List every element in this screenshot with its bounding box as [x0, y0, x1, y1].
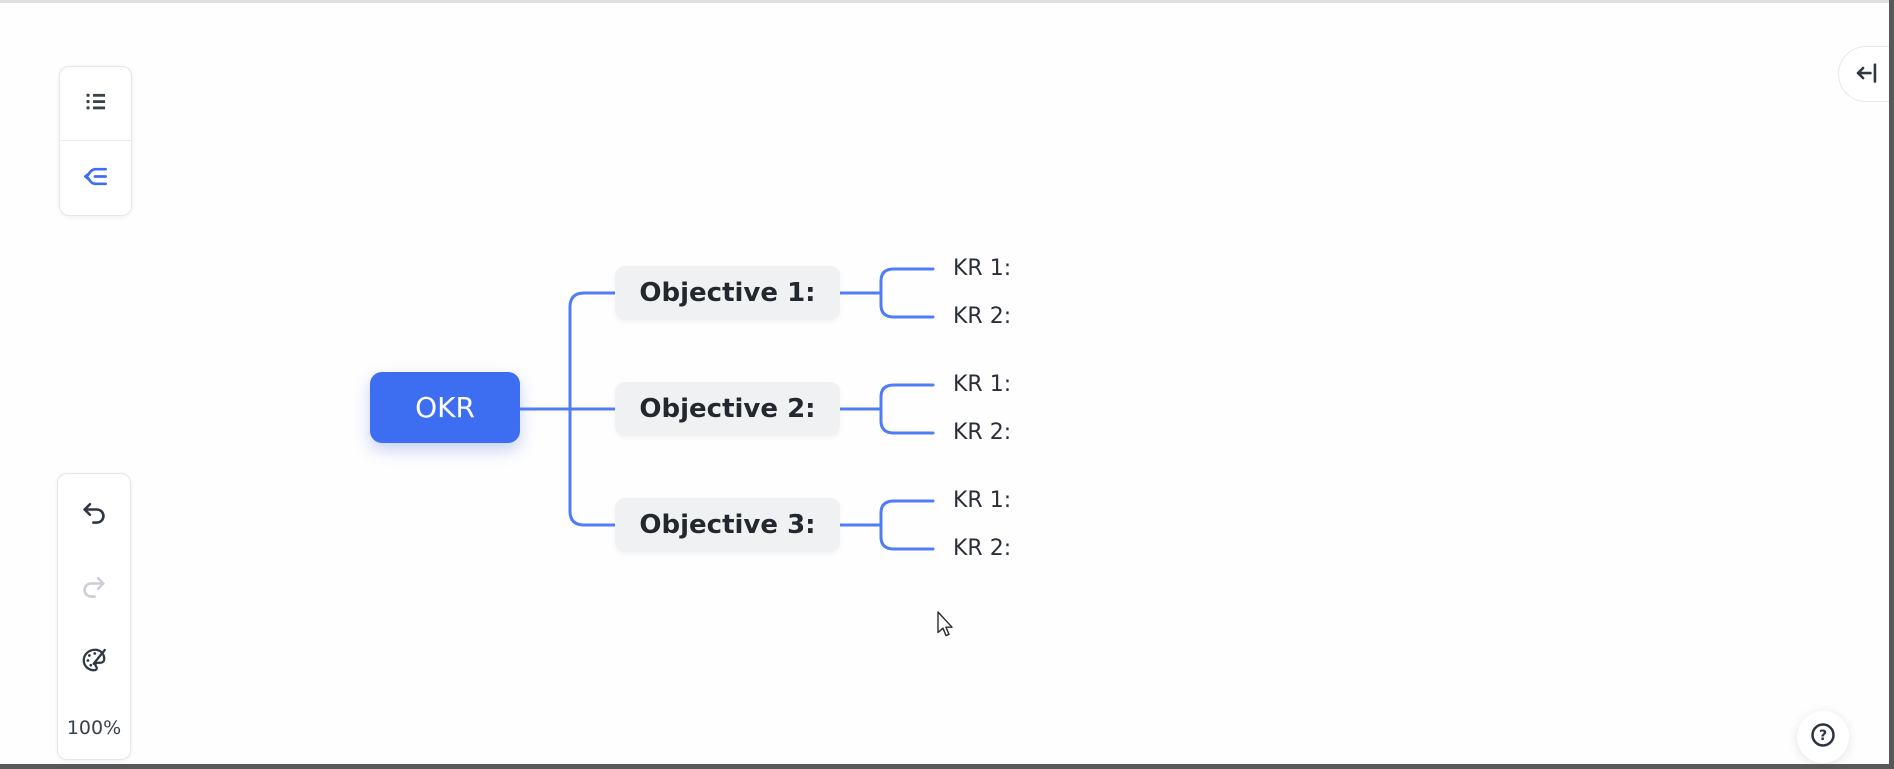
style-palette-button[interactable] — [58, 631, 130, 693]
window-bottom-border — [0, 764, 1894, 769]
redo-button[interactable] — [58, 558, 130, 620]
history-toolbar: 100% — [57, 473, 131, 760]
mindmap-node-kr[interactable]: KR 2: — [953, 536, 1012, 561]
arrow-cursor — [934, 610, 956, 644]
undo-button[interactable] — [58, 484, 130, 546]
help-question-icon: ? — [1807, 719, 1839, 755]
help-button[interactable]: ? — [1797, 711, 1849, 763]
mindmap-node-kr[interactable]: KR 2: — [953, 304, 1012, 329]
mindmap-node-objective-2[interactable]: Objective 2: — [615, 382, 840, 436]
mindmap-node-kr[interactable]: KR 1: — [953, 256, 1012, 281]
mindmap-node-objective-1[interactable]: Objective 1: — [615, 266, 840, 320]
mindmap-node-kr[interactable]: KR 1: — [953, 372, 1012, 397]
view-toolbar — [59, 66, 132, 216]
window-top-border — [0, 0, 1894, 3]
window-right-border — [1889, 0, 1894, 769]
svg-text:?: ? — [1819, 728, 1827, 744]
mindmap-icon — [82, 163, 109, 194]
outline-list-button[interactable] — [60, 67, 131, 141]
mindmap-node-objective-3[interactable]: Objective 3: — [615, 498, 840, 552]
bullet-list-icon — [82, 88, 109, 119]
mindmap-node-kr[interactable]: KR 2: — [953, 420, 1012, 445]
undo-icon — [80, 499, 108, 531]
mindmap-node-okr[interactable]: OKR — [370, 372, 520, 443]
collapse-right-panel-icon — [1853, 59, 1880, 90]
collapse-panel-button[interactable] — [1838, 46, 1894, 102]
zoom-level: 100% — [66, 716, 122, 739]
mindmap-view-button[interactable] — [60, 141, 131, 215]
palette-icon — [79, 645, 109, 679]
mindmap-node-kr[interactable]: KR 1: — [953, 488, 1012, 513]
redo-icon — [80, 573, 108, 605]
